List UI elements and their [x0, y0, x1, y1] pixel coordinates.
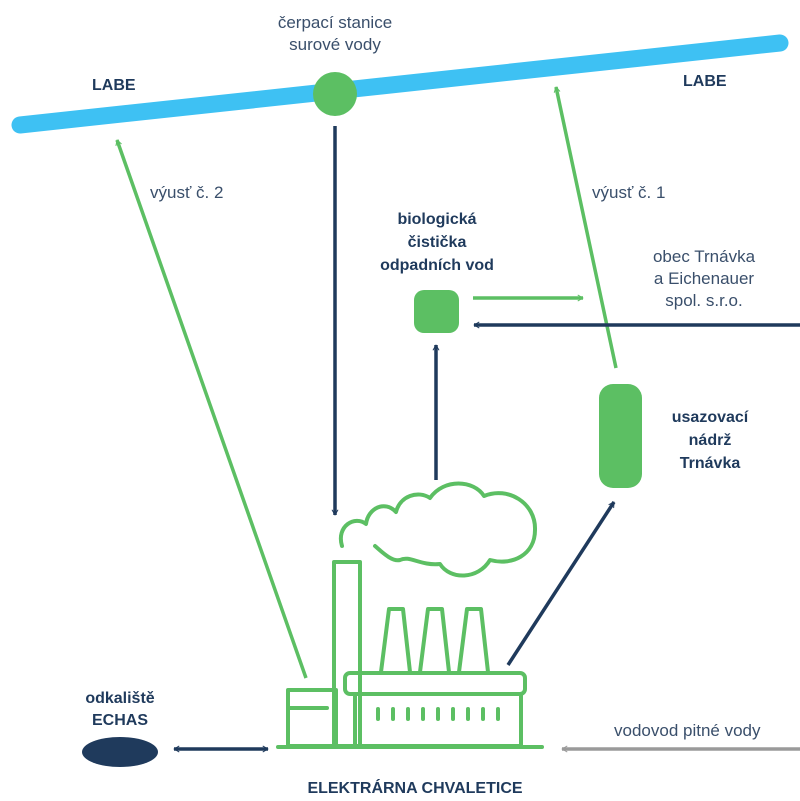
- settling-tank-label-line-1: usazovací: [671, 409, 749, 426]
- power-plant-icon: [276, 481, 544, 749]
- sludge-pond-node: [82, 737, 158, 767]
- bio-plant-label-line-3: odpadních vod: [380, 257, 494, 275]
- settling-tank-node: [599, 384, 642, 488]
- pump-station-label-line-2: surové vody: [289, 34, 381, 54]
- arrow-plant-to-tank: [506, 501, 616, 666]
- municipality-label: obec Trnávka a Eichenauer spol. s.r.o.: [638, 246, 770, 311]
- river-label-left: LABE: [92, 77, 136, 94]
- river-label-right: LABE: [683, 73, 727, 90]
- sludge-pond-label-line-1: odkaliště: [85, 690, 155, 707]
- sludge-pond-label: odkaliště ECHAS: [72, 688, 168, 731]
- pump-station-node: [313, 72, 357, 116]
- arrow-outlet-1: [553, 86, 618, 369]
- settling-tank-label: usazovací nádrž Trnávka: [655, 406, 765, 476]
- bio-plant-node: [414, 290, 459, 333]
- settling-tank-label-line-3: Trnávka: [679, 455, 741, 473]
- sludge-pond-label-line-2: ECHAS: [91, 711, 148, 729]
- municipality-label-line-2: a Eichenauer: [653, 268, 755, 288]
- bio-plant-label: biologická čistička odpadních vod: [362, 208, 512, 278]
- outlet-2-label: výusť č. 2: [150, 183, 224, 202]
- pump-station-label: čerpací stanice surové vody: [255, 12, 415, 56]
- municipality-label-line-3: spol. s.r.o.: [665, 290, 743, 310]
- bio-plant-label-line-1: biologická: [397, 211, 477, 228]
- settling-tank-label-line-2: nádrž: [688, 432, 732, 450]
- pump-station-label-line-1: čerpací stanice: [277, 13, 393, 32]
- power-plant-label: ELEKTRÁRNA CHVALETICE: [307, 780, 523, 797]
- drinking-water-label: vodovod pitné vody: [614, 721, 761, 740]
- river-labe: [11, 34, 789, 134]
- bio-plant-label-line-2: čistička: [407, 234, 467, 252]
- municipality-label-line-1: obec Trnávka: [652, 247, 756, 266]
- outlet-1-label: výusť č. 1: [592, 183, 666, 202]
- arrow-outlet-2: [115, 139, 308, 679]
